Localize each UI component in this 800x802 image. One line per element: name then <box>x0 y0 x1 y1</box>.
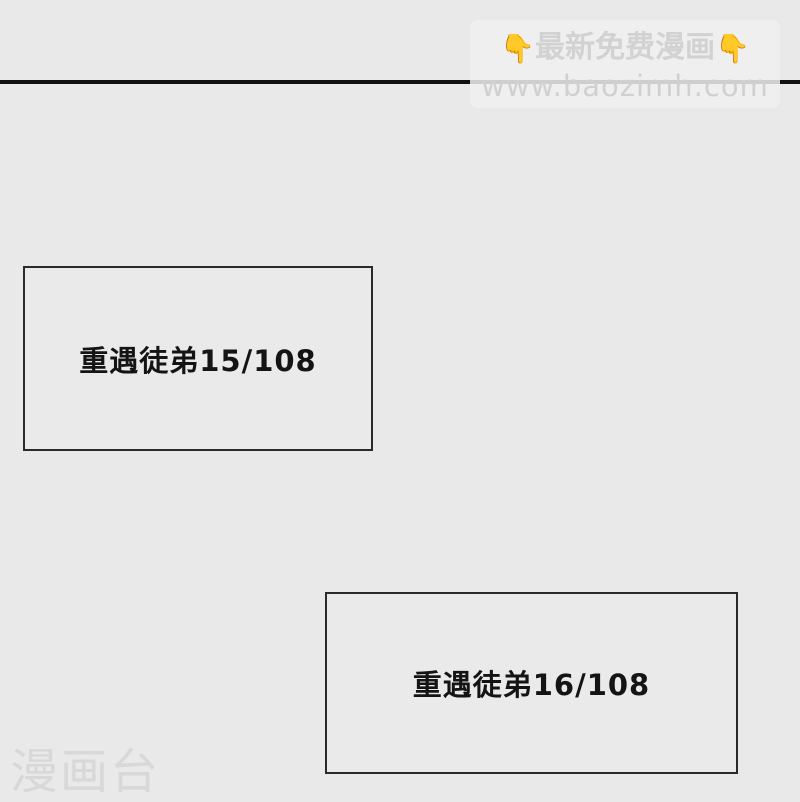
watermark-headline-row: 👇最新免费漫画👇 <box>470 28 780 69</box>
page-caption-box: 重遇徒弟15/108 <box>23 266 373 451</box>
site-watermark: 👇最新免费漫画👇 www.baozimh.com <box>470 20 780 108</box>
page-caption-text: 重遇徒弟16/108 <box>412 668 651 702</box>
page-caption-text: 重遇徒弟15/108 <box>79 343 317 378</box>
pointing-down-hand-icon: 👇 <box>715 31 750 65</box>
watermark-headline: 最新免费漫画 <box>535 30 715 65</box>
page-caption-box: 重遇徒弟16/108 <box>325 592 738 774</box>
panel-divider-line <box>0 80 800 84</box>
corner-watermark-logo: 漫画台 <box>10 744 161 800</box>
watermark-url: www.baozimh.com <box>481 69 769 103</box>
pointing-down-hand-icon: 👇 <box>500 31 535 65</box>
